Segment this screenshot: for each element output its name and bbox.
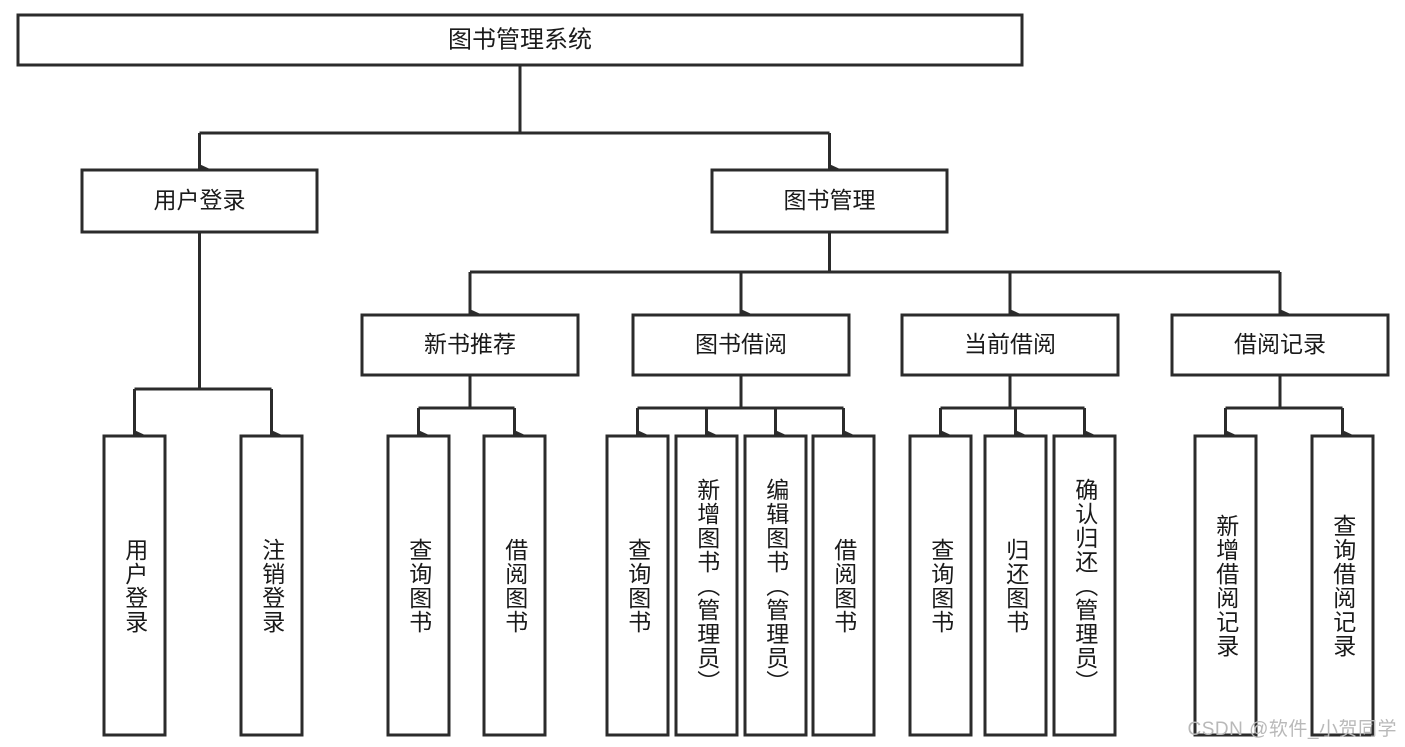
leaf-leaf-query-book-rec[interactable] — [386, 434, 451, 737]
leaf-leaf-logout[interactable] — [239, 434, 304, 737]
leaf-leaf-query-book-current[interactable] — [908, 434, 973, 737]
node-label-book-management: 图书管理 — [784, 187, 876, 213]
node-user-login[interactable] — [80, 168, 319, 234]
leaf-leaf-query-borrow-record[interactable] — [1310, 434, 1375, 737]
watermark-text: CSDN @软件_小贺同学 — [1187, 719, 1397, 740]
node-label-root: 图书管理系统 — [448, 26, 592, 53]
node-book-management[interactable] — [710, 168, 949, 234]
node-label-user-login: 用户登录 — [154, 187, 246, 213]
leaf-leaf-return-book[interactable] — [983, 434, 1048, 737]
node-borrow-records[interactable] — [1170, 313, 1390, 377]
connector-edges — [133, 65, 1353, 441]
leaf-leaf-edit-book-admin[interactable] — [743, 434, 808, 737]
leaf-leaf-add-book-admin[interactable] — [674, 434, 739, 737]
node-current-borrow[interactable] — [900, 313, 1120, 377]
leaf-leaf-query-book-borrow[interactable] — [605, 434, 670, 737]
node-label-book-borrow: 图书借阅 — [695, 331, 787, 357]
leaf-leaf-borrow-book[interactable] — [811, 434, 876, 737]
leaf-leaf-borrow-book-rec[interactable] — [482, 434, 547, 737]
node-new-book-recommend[interactable] — [360, 313, 580, 377]
node-book-borrow[interactable] — [631, 313, 851, 377]
node-label-borrow-records: 借阅记录 — [1234, 331, 1326, 357]
leaf-leaf-add-borrow-record[interactable] — [1193, 434, 1258, 737]
node-label-new-book-recommend: 新书推荐 — [424, 331, 516, 357]
leaf-leaf-confirm-return-admin[interactable] — [1052, 434, 1117, 737]
node-label-current-borrow: 当前借阅 — [964, 331, 1056, 357]
node-root[interactable] — [16, 13, 1024, 67]
leaf-leaf-user-login[interactable] — [102, 434, 167, 737]
